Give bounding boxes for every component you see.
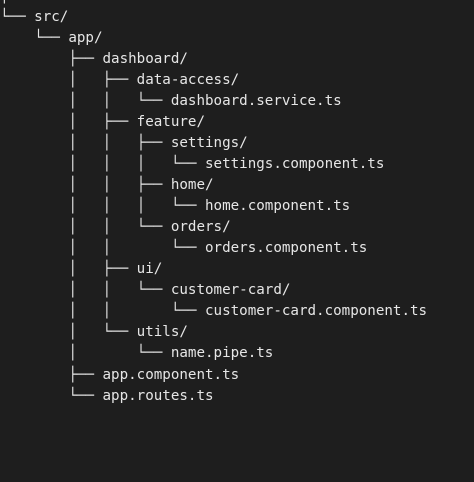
tree-line-settings-component: │ │ │ └── settings.component.ts (0, 156, 385, 172)
tree-line-ui: │ ├── ui/ (0, 261, 163, 277)
tree-line-utils: │ └── utils/ (0, 324, 188, 340)
tree-line-feature: │ ├── feature/ (0, 114, 205, 130)
tree-line-orders-component: │ │ └── orders.component.ts (0, 240, 368, 256)
tree-line-app-routes: └── app.routes.ts (0, 388, 214, 404)
tree-line-settings: │ │ ├── settings/ (0, 135, 248, 151)
tree-line-dashboard-service: │ │ └── dashboard.service.ts (0, 93, 342, 109)
tree-connector-fragment: │ (0, 0, 9, 7)
tree-line-orders: │ │ └── orders/ (0, 219, 231, 235)
tree-line-app: └── app/ (0, 30, 103, 46)
tree-line-home: │ │ ├── home/ (0, 177, 214, 193)
tree-line-customer-card-component: │ │ └── customer-card.component.ts (0, 303, 428, 319)
tree-line-app-component: ├── app.component.ts (0, 367, 240, 383)
tree-line-name-pipe: │ └── name.pipe.ts (0, 345, 274, 361)
tree-line-dashboard: ├── dashboard/ (0, 51, 188, 67)
tree-line-src: └── src/ (0, 9, 69, 25)
tree-line-customer-card: │ │ └── customer-card/ (0, 282, 291, 298)
tree-line-home-component: │ │ │ └── home.component.ts (0, 198, 351, 214)
tree-line-data-access: │ ├── data-access/ (0, 72, 240, 88)
